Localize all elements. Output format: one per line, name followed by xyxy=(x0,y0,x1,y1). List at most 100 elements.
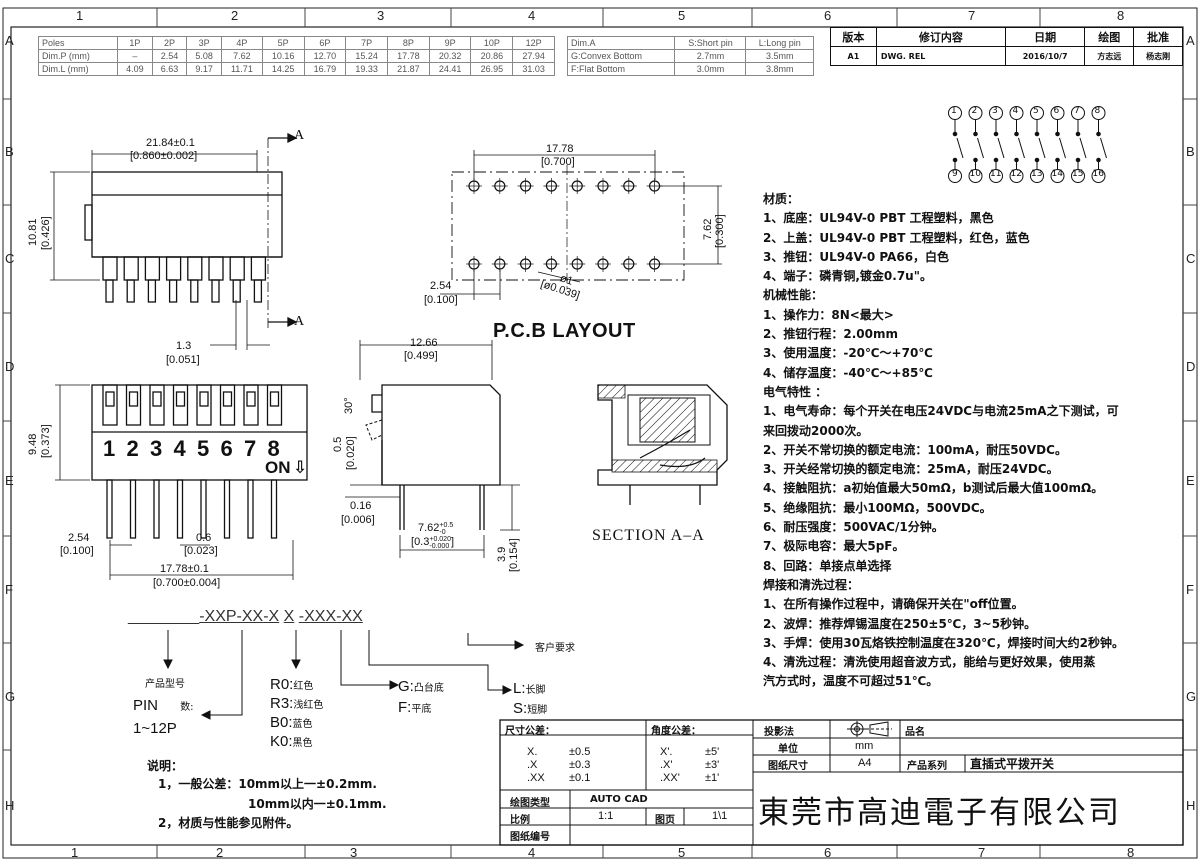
pin-option: S:短脚 xyxy=(513,700,547,717)
side-thick-dim-in: [0.006] xyxy=(341,514,375,526)
rev-date: 2016/10/7 xyxy=(1004,46,1086,66)
top-pin-dim: 0.6 xyxy=(196,532,212,544)
notes-line3: 2，材质与性能参见附件。 xyxy=(158,816,299,830)
side-row-tol-dn: -0 xyxy=(439,529,446,536)
schematic-top-number: 3 xyxy=(992,106,998,116)
schematic-bottom-number: 10 xyxy=(969,169,981,179)
grid-row-label-right: E xyxy=(1186,473,1195,488)
pcb-width-dim-in: [0.700] xyxy=(541,156,575,168)
spec-line: 焊接和清洗过程： xyxy=(763,577,860,592)
pin-option: L:长脚 xyxy=(513,680,546,697)
dim-a-table-cell: S:Short pin xyxy=(674,36,747,50)
grid-row-label-right: A xyxy=(1186,33,1195,48)
rev-content: DWG. REL xyxy=(875,46,1006,66)
customer-label: 客户要求 xyxy=(535,643,575,654)
color-code: R3: xyxy=(270,695,294,712)
notes-line1: 1，一般公差：10mm以上一±0.2mm. xyxy=(158,777,377,791)
grid-col-label-bottom: 6 xyxy=(824,845,832,860)
spec-line: 7、极际电容：最大5pF。 xyxy=(763,539,905,554)
schematic-top-number: 1 xyxy=(951,106,957,116)
position-number: 5 xyxy=(197,436,210,461)
side-row-tol-up: +0.5 xyxy=(439,522,454,529)
front-height-dim: 10.81 xyxy=(27,218,39,246)
side-row-in-tol-dn: -0.000 xyxy=(429,543,450,550)
color-code: B0: xyxy=(270,714,293,731)
position-number: 7 xyxy=(244,436,257,461)
spec-line: 3、使用温度：-20℃～+70℃ xyxy=(763,346,933,361)
dim-a-table-cell: 3.8mm xyxy=(745,62,814,76)
dim-table-cell: 8P xyxy=(387,36,430,50)
front-view xyxy=(50,132,298,350)
dim-table-cell: 10P xyxy=(470,36,514,50)
part-code-seg6: -XX xyxy=(336,608,363,625)
grid-row-label-left: G xyxy=(5,689,16,704)
rev-header-version: 版本 xyxy=(830,27,877,47)
tb-series: 产品系列 xyxy=(907,761,947,772)
pcb-layout xyxy=(440,150,722,300)
tb-product-name: 品名 xyxy=(905,727,925,738)
schematic-top-number: 7 xyxy=(1074,106,1080,116)
top-pitch-dim-in: [0.100] xyxy=(60,545,94,557)
side-width-dim-in: [0.499] xyxy=(404,350,438,362)
bottom-name: 凸台底 xyxy=(413,683,444,694)
grid-col-label-top: 4 xyxy=(528,8,536,23)
dim-table-cell: 16.79 xyxy=(303,62,347,76)
dim-table-cell: 20.32 xyxy=(428,49,472,63)
schematic-top-number: 8 xyxy=(1094,106,1101,116)
top-pitch-dim: 2.54 xyxy=(68,532,90,544)
dim-table-cell: Poles xyxy=(38,36,118,50)
dim-a-table-cell: 3.0mm xyxy=(674,62,747,76)
dim-table-cell: 6.63 xyxy=(151,62,188,76)
grid-row-label-right: H xyxy=(1186,798,1196,813)
tolerance-cell: .XX xyxy=(527,772,545,784)
color-option: R0:红色 xyxy=(270,676,313,693)
grid-row-label-right: B xyxy=(1186,144,1195,159)
tolerance-cell: ±0.3 xyxy=(569,759,591,771)
schematic-bottom-number: 13 xyxy=(1031,169,1043,179)
tb-unit-val: mm xyxy=(855,740,874,752)
dim-table-cell: 4.09 xyxy=(117,62,153,76)
spec-line: 4、储存温度：-40℃～+85℃ xyxy=(763,365,933,380)
bottom-code: G: xyxy=(398,678,414,695)
grid-row-label-left: D xyxy=(5,359,15,374)
rev-header-drawn: 绘图 xyxy=(1084,27,1135,47)
grid-col-label-bottom: 2 xyxy=(216,845,224,860)
side-knob-dim-in: [0.020] xyxy=(345,436,357,470)
dim-table-cell: 27.94 xyxy=(512,49,555,63)
top-view xyxy=(55,384,308,580)
pcb-pitch-dim-in: [0.100] xyxy=(424,294,458,306)
spec-line: 1、电气寿命：每个开关在电压24VDC与电流25mA之下测试，可 xyxy=(763,404,1119,419)
dim-table-cell: Dim.L (mm) xyxy=(38,62,118,76)
rev-approved: 杨志刚 xyxy=(1133,46,1183,66)
position-number: 2 xyxy=(126,436,139,461)
color-name: 蓝色 xyxy=(292,719,313,730)
pin-code: L: xyxy=(513,680,526,697)
part-code-seg4: X xyxy=(283,608,295,625)
section-a-a xyxy=(597,384,728,505)
dim-table-cell: 7P xyxy=(345,36,388,50)
position-number: 8 xyxy=(267,436,280,461)
tolerance-cell: ±5' xyxy=(705,746,720,758)
grid-col-label-top: 8 xyxy=(1117,8,1125,23)
part-code-seg5: -XXX xyxy=(298,608,337,625)
side-width-dim: 12.66 xyxy=(410,337,438,349)
side-row-value: 7.62 xyxy=(418,522,440,534)
tolerance-cell: X. xyxy=(527,746,538,758)
side-thick-dim: 0.16 xyxy=(350,500,372,512)
tb-series-val: 直插式平拨开关 xyxy=(970,757,1055,771)
dim-table-cell: 11.71 xyxy=(221,62,263,76)
top-height-dim: 9.48 xyxy=(27,433,39,455)
schematic-top-number: 2 xyxy=(971,106,978,116)
tb-unit: 单位 xyxy=(778,744,798,755)
tolerance-cell: ±3' xyxy=(705,759,720,771)
pin-width-dim-in: [0.051] xyxy=(166,354,200,366)
pcb-layout-title: P.C.B LAYOUT xyxy=(493,320,636,342)
color-name: 浅红色 xyxy=(293,700,324,711)
rev-header-content: 修订内容 xyxy=(875,27,1006,47)
schematic-top-number: 5 xyxy=(1033,106,1039,116)
grid-row-label-right: D xyxy=(1186,359,1196,374)
